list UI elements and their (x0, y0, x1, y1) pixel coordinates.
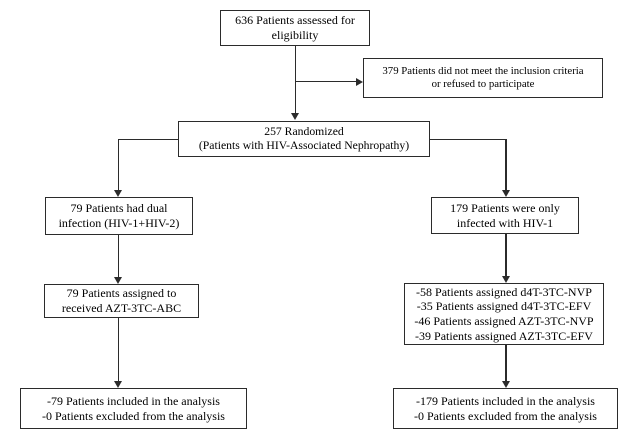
box-assigned-hiv1: -58 Patients assigned d4T-3TC-NVP -35 Pa… (404, 283, 604, 345)
connector-dual-to-assigned (117, 235, 119, 277)
box-analysis-hiv1: -179 Patients included in the analysis -… (393, 388, 618, 429)
arrowhead-into-excluded (356, 77, 363, 86)
connector-assigned-to-analysis-hiv1 (505, 345, 507, 381)
arrowhead-into-assigned-dual (114, 277, 122, 284)
box-assessed-for-eligibility: 636 Patients assessed for eligibility (220, 10, 370, 46)
connector-randomized-right-horizontal (429, 138, 507, 140)
box-excluded: 379 Patients did not meet the inclusion … (363, 58, 603, 98)
connector-eligibility-to-randomized (294, 46, 296, 113)
arrowhead-into-assigned-hiv1 (501, 276, 510, 283)
arrowhead-into-hiv1-only (501, 190, 510, 197)
connector-randomized-left-horizontal (117, 138, 179, 140)
box-hiv1-only: 179 Patients were only infected with HIV… (431, 197, 579, 234)
box-dual-infection: 79 Patients had dual infection (HIV-1+HI… (45, 197, 193, 235)
connector-hiv1-to-assigned (505, 234, 507, 276)
arrowhead-into-randomized (291, 113, 299, 120)
box-analysis-dual: -79 Patients included in the analysis -0… (20, 388, 247, 429)
arrowhead-into-analysis-hiv1 (501, 381, 510, 388)
box-assigned-dual: 79 Patients assigned to received AZT-3TC… (44, 284, 199, 318)
box-randomized: 257 Randomized (Patients with HIV-Associ… (178, 121, 430, 157)
arrowhead-into-analysis-dual (114, 381, 122, 388)
connector-randomized-left-vertical (117, 138, 119, 190)
connector-to-excluded (295, 80, 356, 82)
connector-assigned-to-analysis-dual (117, 318, 119, 381)
arrowhead-into-dual-infection (114, 190, 122, 197)
connector-randomized-right-vertical (505, 138, 507, 190)
